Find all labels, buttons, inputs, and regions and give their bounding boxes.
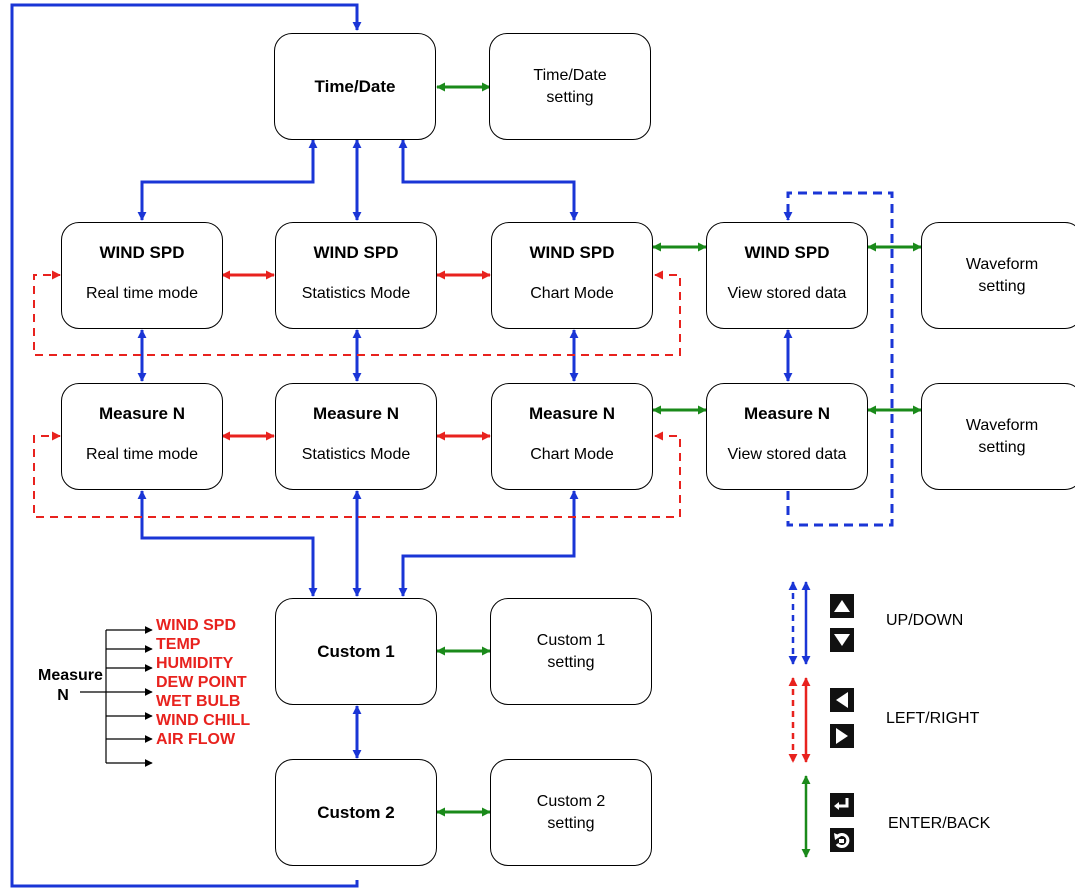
measure-item-dew-point: DEW POINT [156,674,247,691]
enter-key-icon [830,793,854,817]
box-subtitle: Real time mode [85,446,199,463]
up-down-arrow [137,490,318,597]
measure-item-wet-bulb: WET BULB [156,693,241,710]
wind-row-wrap-arrow [33,270,681,356]
down-arrow-key-icon [830,628,854,652]
up-down-arrow [137,139,318,221]
measure-n-stored-data-box[interactable]: Measure N View stored data [706,383,868,490]
box-title: Time/Date [314,76,396,96]
box-subtitle: View stored data [727,285,847,302]
stored-data-loop-arrow [783,191,894,527]
custom-1-setting-box[interactable]: Custom 1 setting [490,598,652,705]
up-arrow-key-icon [830,594,854,618]
box-subtitle: Real time mode [85,285,199,302]
wind-spd-realtime-box[interactable]: WIND SPD Real time mode [61,222,223,329]
measure-n-label: Measure N [38,666,103,706]
box-line1: Time/Date [533,66,607,84]
wind-waveform-setting-box[interactable]: Waveform setting [921,222,1075,329]
custom-2-setting-box[interactable]: Custom 2 setting [490,759,652,866]
box-subtitle: Statistics Mode [301,446,411,463]
box-title: Measure N [529,404,615,423]
custom-2-box[interactable]: Custom 2 [275,759,437,866]
measure-waveform-setting-box[interactable]: Waveform setting [921,383,1075,490]
measure-n-label-line2: N [57,687,69,704]
back-key-icon [830,828,854,852]
box-title: WIND SPD [313,243,399,262]
box-line2: setting [978,438,1026,456]
box-title: WIND SPD [529,243,615,262]
box-subtitle: View stored data [727,446,847,463]
measure-n-chart-box[interactable]: Measure N Chart Mode [491,383,653,490]
time-date-setting-box[interactable]: Time/Date setting [489,33,651,140]
box-line1: Waveform [965,255,1039,273]
up-down-arrow [398,490,579,597]
box-title: Custom 1 [317,641,395,661]
up-down-arrow [398,139,579,221]
box-title: Measure N [99,404,185,423]
time-date-box[interactable]: Time/Date [274,33,436,140]
custom-1-box[interactable]: Custom 1 [275,598,437,705]
left-arrow-key-icon [830,688,854,712]
wind-spd-chart-box[interactable]: WIND SPD Chart Mode [491,222,653,329]
box-subtitle: Chart Mode [530,446,614,463]
measure-n-label-line1: Measure [38,667,103,684]
box-title: WIND SPD [99,243,185,262]
box-line2: setting [547,653,595,671]
measure-item-air-flow: AIR FLOW [156,731,236,748]
legend-left-right-label: LEFT/RIGHT [886,710,980,727]
wrap-loop-arrow [10,3,362,888]
measure-item-humidity: HUMIDITY [156,655,234,672]
wind-spd-statistics-box[interactable]: WIND SPD Statistics Mode [275,222,437,329]
box-subtitle: Chart Mode [530,285,614,302]
measure-item-wind-spd: WIND SPD [156,617,236,634]
box-line1: Custom 1 [536,631,606,649]
measure-n-realtime-box[interactable]: Measure N Real time mode [61,383,223,490]
right-arrow-key-icon [830,724,854,748]
box-subtitle: Statistics Mode [301,285,411,302]
box-title: WIND SPD [744,243,830,262]
box-line1: Waveform [965,416,1039,434]
measure-row-wrap-arrow [33,431,681,518]
measure-n-item-list: WIND SPD TEMP HUMIDITY DEW POINT WET BUL… [156,616,250,749]
measure-item-temp: TEMP [156,636,201,653]
measure-n-statistics-box[interactable]: Measure N Statistics Mode [275,383,437,490]
measure-item-wind-chill: WIND CHILL [156,712,251,729]
wind-spd-stored-data-box[interactable]: WIND SPD View stored data [706,222,868,329]
legend-enter-back-label: ENTER/BACK [888,815,991,832]
box-title: Measure N [313,404,399,423]
measure-fanout-arrows [80,626,153,767]
legend-up-down-label: UP/DOWN [886,612,964,629]
box-line1: Custom 2 [536,792,606,810]
box-title: Measure N [744,404,830,423]
box-line2: setting [978,277,1026,295]
box-line2: setting [547,814,595,832]
box-title: Custom 2 [317,802,395,822]
box-line2: setting [546,88,594,106]
